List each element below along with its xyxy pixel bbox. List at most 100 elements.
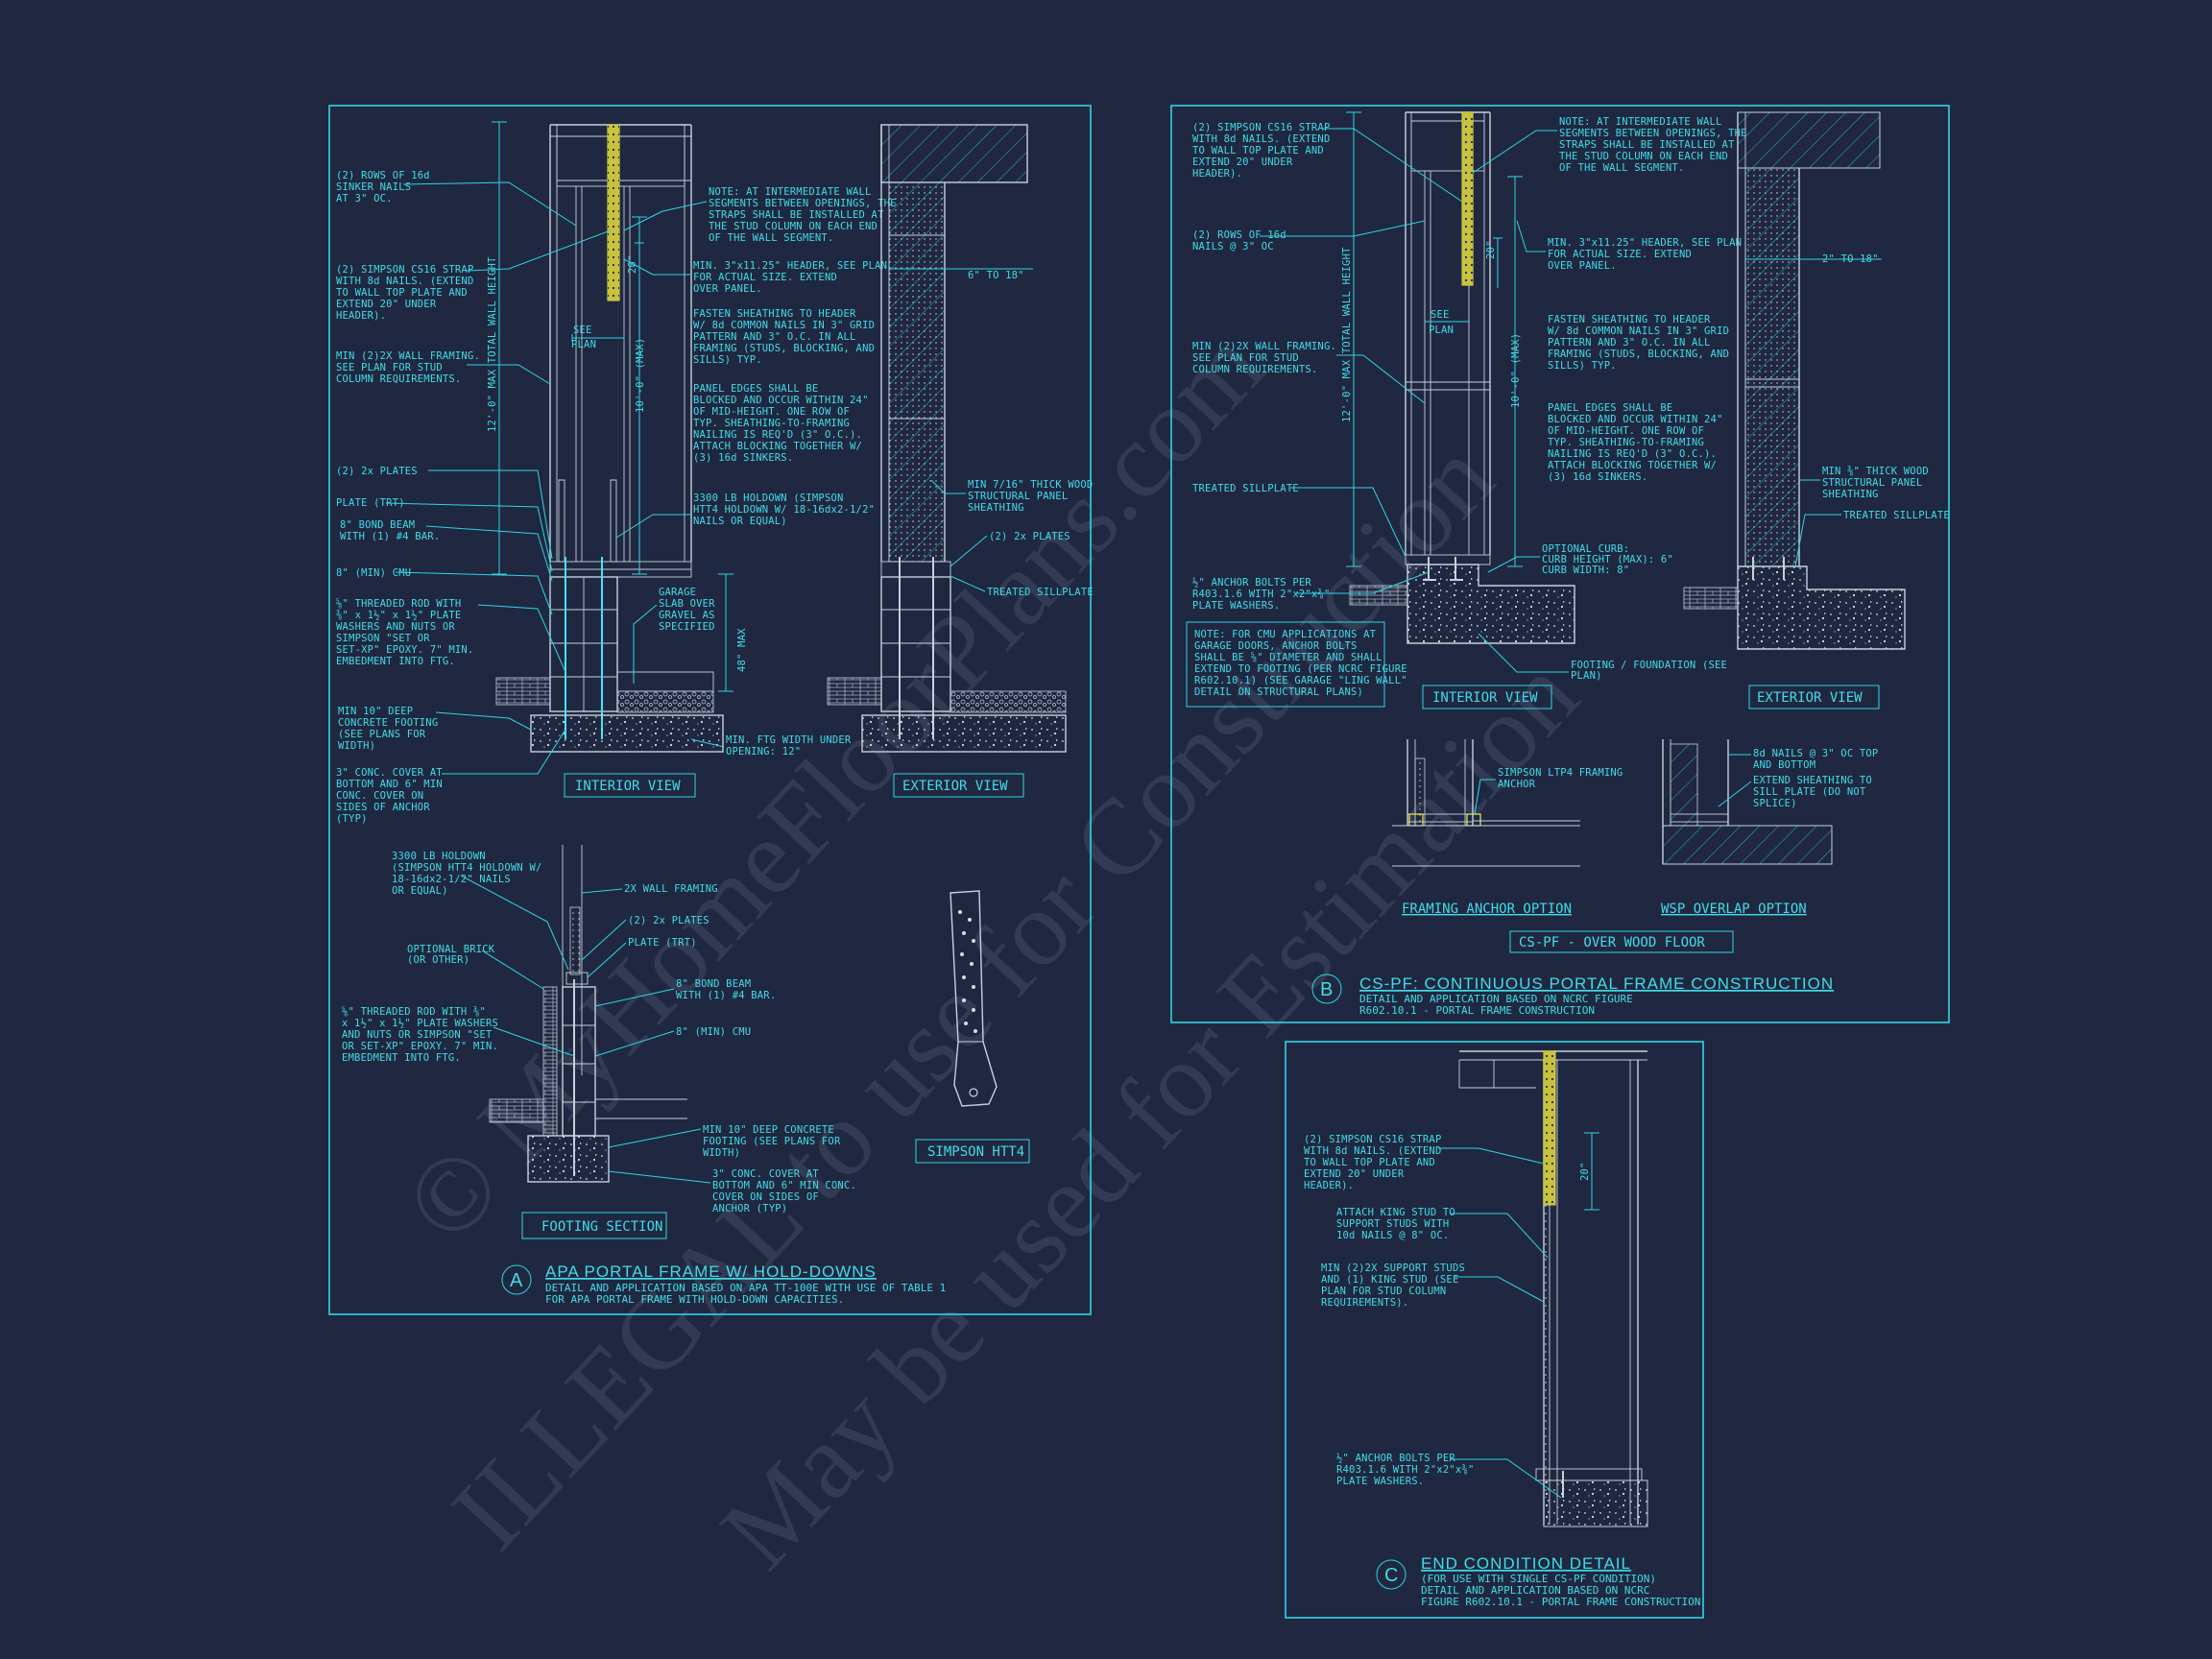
panel-b-desc-1: DETAIL AND APPLICATION BASED ON NCRC FIG… — [1359, 993, 1633, 1005]
b-see-plan-2: PLAN — [1429, 325, 1454, 336]
panel-b-letter-circle — [1311, 974, 1342, 1004]
b-note-cmu-3: SHALL BE ⅝" DIAMETER AND SHALL — [1194, 652, 1382, 663]
footing-note-framing: 2X WALL FRAMING — [624, 883, 718, 895]
b-note-cmu-6: DETAIL ON STRUCTURAL PLANS) — [1194, 686, 1363, 698]
panel-b-border — [1170, 105, 1950, 1023]
framing-anchor-option: SIMPSON LTP4 FRAMING ANCHOR — [1392, 739, 1623, 867]
simpson-htt4-icon — [950, 890, 998, 1107]
see-plan-1: SEE — [573, 325, 592, 336]
interior-view-box — [564, 773, 696, 798]
footing — [530, 714, 724, 753]
note-cover-5: (TYP) — [336, 813, 368, 825]
footing-note-trt: PLATE (TRT) — [628, 937, 697, 949]
footing-note-rod-5: EMBEDMENT INTO FTG. — [342, 1052, 461, 1064]
b-note-footing-1: FOOTING / FOUNDATION (SEE — [1571, 660, 1727, 671]
panel-c-letter: C — [1384, 1565, 1398, 1586]
exterior-view-label: EXTERIOR VIEW — [902, 779, 1008, 794]
c-note-strap-5: HEADER). — [1304, 1180, 1354, 1191]
b-dim-wall-height: 12'-0" MAX TOTAL WALL HEIGHT — [1341, 247, 1353, 422]
note-intermediate-5: OF THE WALL SEGMENT. — [709, 232, 833, 244]
b-note-panel-2: BLOCKED AND OCCUR WITHIN 24" — [1548, 414, 1723, 425]
note-strap-3: TO WALL TOP PLATE AND — [336, 287, 468, 299]
b-note-fasten-3: PATTERN AND 3" O.C. IN ALL — [1548, 337, 1711, 349]
note-fasten-4: FRAMING (STUDS, BLOCKING, AND — [693, 343, 875, 354]
ext-note-plates: (2) 2x PLATES — [989, 531, 1070, 542]
panel-a: 12'-0" MAX TOTAL WALL HEIGHT 10'-0" (MAX… — [328, 105, 1094, 1315]
note-garage-3: GRAVEL AS — [659, 610, 715, 621]
b-note-curb-3: CURB WIDTH: 8" — [1542, 565, 1629, 576]
exterior-view-box — [893, 773, 1024, 798]
b-note-panel-7: (3) 16d SINKERS. — [1548, 471, 1647, 483]
b-note-curb-2: CURB HEIGHT (MAX): 6" — [1542, 554, 1673, 565]
note-header-2: FOR ACTUAL SIZE. EXTEND — [693, 272, 837, 283]
simpson-htt4-box — [915, 1139, 1030, 1164]
footing-note-rod-1: ⅝" THREADED ROD WITH ⅜" — [342, 1006, 486, 1018]
b-note-fasten-4: FRAMING (STUDS, BLOCKING, AND — [1548, 349, 1729, 360]
b-note-footing-2: PLAN) — [1571, 670, 1602, 682]
note-panel-7: (3) 16d SINKERS. — [693, 452, 793, 464]
footing-note-rod-3: AND NUTS OR SIMPSON "SET — [342, 1029, 493, 1041]
b-note-panel-1: PANEL EDGES SHALL BE — [1548, 402, 1672, 414]
note-bond-beam-1: 8" BOND BEAM — [340, 519, 415, 531]
wsp-overlap-label: WSP OVERLAP OPTION — [1661, 902, 1807, 917]
note-intermediate-3: STRAPS SHALL BE INSTALLED AT — [709, 209, 884, 221]
panel-b-desc-2: R602.10.1 - PORTAL FRAME CONSTRUCTION — [1359, 1004, 1595, 1017]
footing-note-bond-2: WITH (1) #4 BAR. — [676, 990, 776, 1001]
note-holdown-2: HTT4 HOLDOWN W/ 18-16dx2-1/2" — [693, 504, 875, 516]
footing-note-holdown-1: 3300 LB HOLDOWN — [392, 851, 486, 862]
panel-b-left-notes: (2) SIMPSON CS16 STRAP WITH 8d NAILS. (E… — [1192, 122, 1463, 612]
b-note-cmu-2: GARAGE DOORS, ANCHOR BOLTS — [1194, 640, 1358, 652]
note-panel-2: BLOCKED AND OCCUR WITHIN 24" — [693, 395, 869, 406]
ext-note-sillplate: TREATED SILLPLATE — [987, 587, 1094, 598]
footing-note-holdown-3: 18-16dx2-1/2" NAILS — [392, 874, 511, 885]
ext-note-sheathing-2: STRUCTURAL PANEL — [968, 491, 1068, 502]
note-strap-1: (2) SIMPSON CS16 STRAP — [336, 264, 473, 276]
note-panel-3: OF MID-HEIGHT. ONE ROW OF — [693, 406, 850, 418]
c-note-anchor-2: R403.1.6 WITH 2"x2"x⅜" — [1336, 1464, 1474, 1476]
note-minftg-2: OPENING: 12" — [726, 746, 801, 757]
note-footing-4: WIDTH) — [338, 740, 375, 752]
b-wsp-nails-1: 8d NAILS @ 3" OC TOP — [1753, 748, 1878, 759]
footing-note-plates: (2) 2x PLATES — [628, 915, 709, 926]
footing-note-conc-2: FOOTING (SEE PLANS FOR — [703, 1136, 841, 1147]
b-exterior-view-label: EXTERIOR VIEW — [1757, 690, 1863, 706]
note-header-3: OVER PANEL. — [693, 283, 762, 295]
b-note-strap-5: HEADER). — [1192, 168, 1242, 180]
footing-note-cover-4: ANCHOR (TYP) — [712, 1203, 787, 1214]
panel-b-exterior-wall: 2" TO 18" MIN ⅜" THICK WOOD STRUCTURAL P… — [1683, 111, 1950, 650]
footing-note-cmu: 8" (MIN) CMU — [676, 1026, 751, 1038]
note-footing-2: CONCRETE FOOTING — [338, 717, 438, 729]
b-ext-2-to-18: 2" TO 18" — [1822, 253, 1879, 265]
b-note-strap-4: EXTEND 20" UNDER — [1192, 156, 1293, 168]
note-panel-5: NAILING IS REQ'D (3" O.C.). — [693, 429, 862, 441]
b-interior-view-box — [1422, 685, 1552, 709]
note-rod-2: ⅜" x 1½" x 1½" PLATE — [336, 610, 461, 621]
note-rod-5: SET-XP" EPOXY. 7" MIN. — [336, 644, 473, 656]
b-cmu-note-box — [1186, 621, 1385, 708]
panel-a-title: APA PORTAL FRAME W/ HOLD-DOWNS — [545, 1262, 877, 1281]
note-rod-4: SIMPSON "SET OR — [336, 633, 430, 644]
panel-b: 12'-0" MAX TOTAL WALL HEIGHT 10'-0" (MAX… — [1170, 105, 1950, 1023]
c-note-support-2: AND (1) KING STUD (SEE — [1321, 1274, 1458, 1286]
interior-view-label: INTERIOR VIEW — [575, 779, 681, 794]
note-rod-3: WASHERS AND NUTS OR — [336, 621, 455, 633]
dim-48in: 48" MAX — [736, 628, 748, 672]
c-note-support-4: REQUIREMENTS). — [1321, 1297, 1408, 1309]
note-cmu: 8" (MIN) CMU — [336, 567, 411, 579]
note-strap-2: WITH 8d NAILS. (EXTEND — [336, 276, 473, 287]
note-garage-2: SLAB OVER — [659, 598, 715, 610]
panel-c-title: END CONDITION DETAIL — [1421, 1554, 1631, 1573]
footing-note-conc-3: WIDTH) — [703, 1147, 740, 1159]
b-dim-10ft: 10'-0" (MAX) — [1510, 333, 1522, 408]
note-fasten-5: SILLS) TYP. — [693, 354, 762, 366]
b-note-anchor-2: R403.1.6 WITH 2"x2"x⅜" — [1192, 589, 1330, 600]
b-dim-20in: 20" — [1485, 240, 1497, 259]
footing-note-rod-4: OR SET-XP" EPOXY. 7" MIN. — [342, 1041, 498, 1052]
simpson-htt4-label: SIMPSON HTT4 — [927, 1144, 1024, 1160]
ext-note-sheathing-1: MIN 7/16" THICK WOOD — [968, 479, 1093, 491]
b-note-panel-3: OF MID-HEIGHT. ONE ROW OF — [1548, 425, 1704, 437]
b-ext-note-sheathing-3: SHEATHING — [1822, 489, 1879, 500]
b-note-cmu-4: EXTEND TO FOOTING (PER NCRC FIGURE — [1194, 663, 1407, 675]
b-note-sillplate: TREATED SILLPLATE — [1192, 483, 1299, 494]
